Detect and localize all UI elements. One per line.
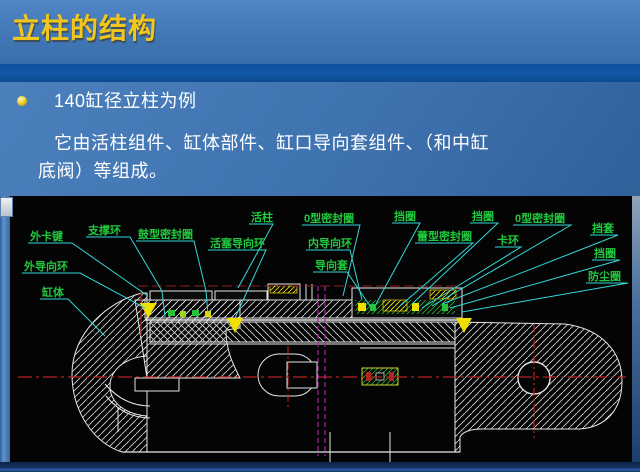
leader-lines xyxy=(22,222,629,337)
bullet-heading: 140缸径立柱为例 xyxy=(54,91,197,111)
part-label: 0型密封圈 xyxy=(515,211,565,225)
body-text-line2: 底阀）等组成。 xyxy=(38,161,168,181)
scrollbar-fragment[interactable] xyxy=(0,197,13,217)
part-label: 外卡键 xyxy=(29,229,64,243)
part-label: 挡圈 xyxy=(394,209,416,223)
weld-markers xyxy=(140,303,472,333)
clevis-outline xyxy=(71,292,148,453)
centerlines xyxy=(18,285,626,456)
cad-diagram: 外卡键 支撑环 鼓型密封圈 活塞导向环 活柱 0型密封圈 内导向环 导向套 挡圈… xyxy=(10,196,632,462)
part-label: 内导向环 xyxy=(308,236,352,250)
part-label: 0型密封圈 xyxy=(304,211,354,225)
part-label: 导向套 xyxy=(315,258,349,272)
title-divider xyxy=(0,64,640,82)
page-title: 立柱的结构 xyxy=(12,13,158,44)
part-label: 挡圈 xyxy=(472,209,494,223)
bottom-margin-strip xyxy=(0,462,640,472)
hydraulic-prop-drawing: 外卡键 支撑环 鼓型密封圈 活塞导向环 活柱 0型密封圈 内导向环 导向套 挡圈… xyxy=(18,209,629,462)
part-labels: 外卡键 支撑环 鼓型密封圈 活塞导向环 活柱 0型密封圈 内导向环 导向套 挡圈… xyxy=(23,209,621,299)
part-label: 挡圈 xyxy=(594,246,616,260)
right-margin-strip xyxy=(632,196,640,462)
part-label: 活柱 xyxy=(251,210,273,224)
part-label: 缸体 xyxy=(41,285,65,299)
part-label: 支撑环 xyxy=(87,223,121,237)
cylinder-geometry xyxy=(71,283,623,462)
part-label: 外导向环 xyxy=(23,259,68,273)
part-label: 防尘圈 xyxy=(588,269,621,283)
body-text-line1: 它由活柱组件、缸体部件、缸口导向套组件、（和中缸 xyxy=(54,133,489,153)
part-label: 活塞导向环 xyxy=(210,236,265,250)
left-margin-strip xyxy=(0,196,10,462)
part-label: 卡环 xyxy=(497,233,519,247)
part-label: 挡套 xyxy=(592,221,615,235)
part-label: 蕾型密封圈 xyxy=(417,229,472,243)
title-bar: 立柱的结构 xyxy=(0,0,640,64)
part-label: 鼓型密封圈 xyxy=(138,227,193,241)
bullet-icon xyxy=(17,96,27,106)
